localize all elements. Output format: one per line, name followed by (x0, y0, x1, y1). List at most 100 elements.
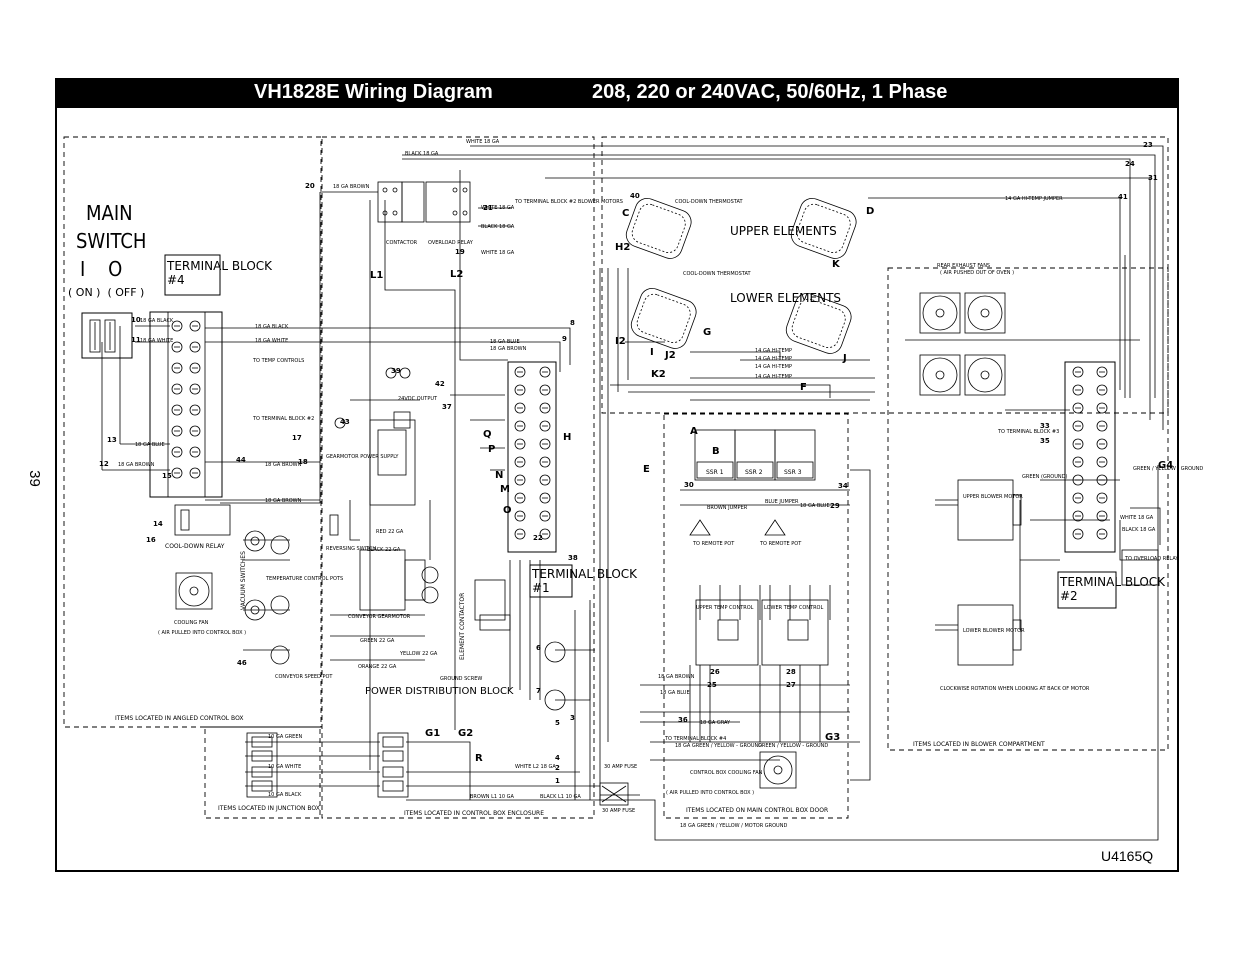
tb4-label-box (164, 254, 221, 296)
node-letter: F (800, 382, 807, 393)
terminal-screw (171, 362, 183, 374)
wire-label: YELLOW 22 GA (399, 651, 438, 657)
power-block-label: POWER DISTRIBUTION BLOCK (365, 686, 514, 697)
wire-label: 18 GA BLACK (255, 324, 289, 330)
terminal-screw (1096, 420, 1108, 432)
to-tb3-label: TO TERMINAL BLOCK #3 (997, 429, 1059, 435)
terminal-screw (514, 456, 526, 468)
wire-label: 18 GA BLUE (800, 503, 830, 509)
gearmotor-ps-label: GEARMOTOR POWER SUPPLY (326, 454, 399, 460)
wire-label: 18 GA BLACK (140, 318, 174, 324)
terminal-screw (1072, 420, 1084, 432)
pdb-cell (251, 766, 273, 778)
main-switch-label-2: SWITCH (76, 229, 146, 253)
node-letter: G4 (1158, 460, 1173, 471)
wire-number: 38 (568, 554, 578, 562)
region-junction: ITEMS LOCATED IN JUNCTION BOX (218, 805, 320, 812)
pdb-cell (251, 736, 273, 748)
wire-label: 14 GA HI-TEMP (755, 348, 792, 354)
terminal-screw (514, 492, 526, 504)
node-letter: G2 (458, 728, 473, 739)
wire-number: 29 (830, 502, 840, 510)
cooling-fan-note: ( AIR PULLED INTO CONTROL BOX ) (158, 630, 246, 636)
ssr3-label: SSR 3 (784, 469, 802, 476)
reversing-label: REVERSING SWITCH (326, 546, 376, 552)
terminal-screw (514, 402, 526, 414)
cooldown-t2: COOL-DOWN THERMOSTAT (683, 271, 751, 277)
pdb-cell (251, 750, 273, 762)
temp-pots-label: TEMPERATURE CONTROL POTS (265, 576, 343, 582)
node-letter: O (503, 505, 512, 516)
terminal-screw (1072, 438, 1084, 450)
cb-fan-label: CONTROL BOX COOLING FAN (690, 770, 763, 776)
wire-label: 18 GA WHITE (140, 338, 173, 344)
wire-number: 8 (570, 319, 575, 327)
terminal-screw (171, 446, 183, 458)
terminal-screw (189, 425, 201, 437)
wire-number: 3 (570, 714, 575, 722)
wire-number: 10 (131, 316, 141, 324)
node-letter: D (866, 206, 874, 217)
wire-number: 42 (435, 380, 445, 388)
wire-label: 14 GA HI-TEMP (755, 356, 792, 362)
part-number: U4165Q (1101, 848, 1154, 864)
wire-number: 24 (1125, 160, 1135, 168)
to-remote-2: TO REMOTE POT (759, 541, 802, 547)
wire-number: 16 (146, 536, 156, 544)
terminal-screw (1072, 366, 1084, 378)
gearmotor-power-supply (334, 367, 416, 506)
ssr1-label: SSR 1 (706, 469, 724, 476)
temp-controls (695, 599, 829, 666)
terminal-screw (539, 402, 551, 414)
terminal-screw (539, 492, 551, 504)
node-letter: I (650, 347, 654, 358)
terminal-screw (1072, 528, 1084, 540)
wire-label: 18 GA GRAY (700, 720, 731, 726)
wire-label: 18 GA BROWN (265, 498, 302, 504)
wire-label: BLACK 18 GA (405, 151, 439, 157)
wire-number: 41 (1118, 193, 1128, 201)
node-letter: E (643, 464, 650, 475)
wire-label: GREEN / YELLOW - GROUND (1133, 466, 1203, 472)
wire-number: 11 (131, 336, 141, 344)
cool-down-relay (174, 504, 231, 536)
wire-label: RED 22 GA (376, 529, 404, 535)
overload-label: OVERLOAD RELAY (428, 240, 474, 246)
tb2-label-box (1057, 571, 1117, 609)
terminal-screw (514, 366, 526, 378)
wire-label: BLACK 18 GA (1122, 527, 1156, 533)
wire-number: 37 (442, 403, 452, 411)
wire-label: ORANGE 22 GA (358, 664, 397, 670)
wire-number: 25 (707, 681, 717, 689)
wire-label: 18 GA GREEN / YELLOW - GROUND (675, 743, 762, 749)
upper-temp-label: UPPER TEMP CONTROL (696, 605, 754, 611)
region-borders (63, 136, 1169, 819)
terminal-screw (1072, 402, 1084, 414)
wire-number: 7 (536, 687, 541, 695)
to-overload-label: TO OVERLOAD RELAY (1124, 556, 1179, 562)
node-letter: J (842, 353, 847, 364)
diagram-title: VH1828E Wiring Diagram (254, 81, 493, 103)
pdb-cell (382, 750, 404, 762)
region-blower: ITEMS LOCATED IN BLOWER COMPARTMENT (913, 741, 1045, 748)
wire-number: 19 (455, 248, 465, 256)
node-letter: G3 (825, 732, 840, 743)
cooling-fan (175, 572, 213, 610)
rear-fans-note: ( AIR PUSHED OUT OF OVEN ) (940, 270, 1014, 276)
main-switch-onoff: ( ON ) ( OFF ) (68, 286, 144, 299)
rear-fans-label: REAR EXHAUST FANS (937, 263, 990, 269)
terminal-screw (1096, 510, 1108, 522)
wire-label: 18 GA BLUE (490, 339, 520, 345)
terminal-block-1 (507, 361, 557, 553)
wire-number: 2 (555, 764, 560, 772)
terminal-screw (189, 362, 201, 374)
diagram-frame (55, 78, 1179, 872)
node-letter: M (500, 484, 510, 495)
main-switch-symbols: I O (80, 257, 122, 281)
terminal-screw (514, 438, 526, 450)
terminal-screw (539, 420, 551, 432)
wire-label: GREEN 22 GA (360, 638, 395, 644)
cooldown-t1: COOL-DOWN THERMOSTAT (675, 199, 743, 205)
wire-number: 12 (99, 460, 109, 468)
wire-number: 36 (678, 716, 688, 724)
